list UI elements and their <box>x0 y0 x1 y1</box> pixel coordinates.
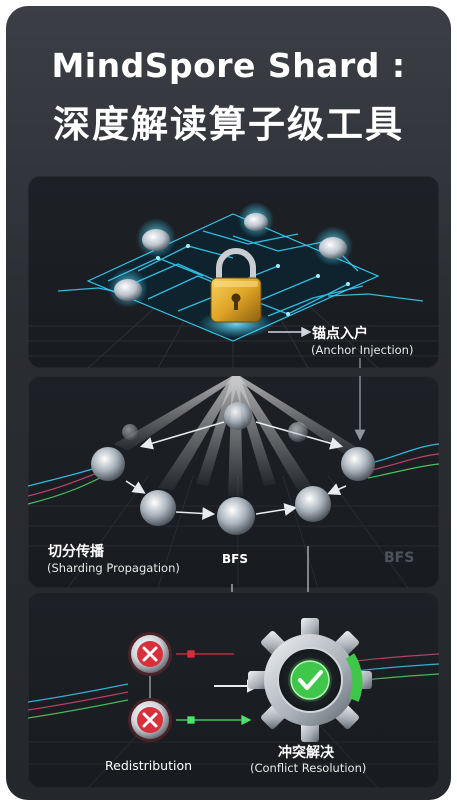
cross-icon <box>128 632 172 676</box>
cross-icon-2 <box>128 698 172 742</box>
circuit-board-graphic <box>28 202 439 368</box>
redistribution-label: Redistribution <box>105 758 193 773</box>
bfs-watermark: BFS <box>384 550 415 566</box>
anchor-injection-label: 锚点入户 <box>312 326 368 342</box>
conflict-resolution-sublabel: (Conflict Resolution) <box>250 761 367 775</box>
checkmark-icon <box>298 670 323 690</box>
sharding-propagation-label: 切分传播 <box>48 544 104 560</box>
propagation-graph <box>28 376 439 588</box>
conflict-resolution-label: 冲突解决 <box>278 745 334 761</box>
title-line-2: 深度解读算子级工具 <box>53 103 404 146</box>
conflict-resolution-panel: Redistribution 冲突解决 (Conflict Resolution… <box>28 592 439 788</box>
conflict-resolution-graphic <box>28 618 439 788</box>
gear-icon <box>248 618 372 742</box>
sharding-propagation-panel: 切分传播 (Sharding Propagation) BFS BFS <box>28 376 439 588</box>
infographic-card: MindSpore Shard : 深度解读算子级工具 <box>6 6 451 800</box>
anchor-injection-panel: 锚点入户 (Anchor Injection) <box>28 176 439 368</box>
padlock-icon <box>210 248 262 323</box>
title-line-1: MindSpore Shard : <box>51 46 406 85</box>
graph-nodes <box>91 402 375 535</box>
circuit-nodes <box>108 202 353 308</box>
sharding-propagation-sublabel: (Sharding Propagation) <box>47 561 180 575</box>
bfs-label: BFS <box>222 552 248 566</box>
anchor-injection-sublabel: (Anchor Injection) <box>311 343 414 357</box>
